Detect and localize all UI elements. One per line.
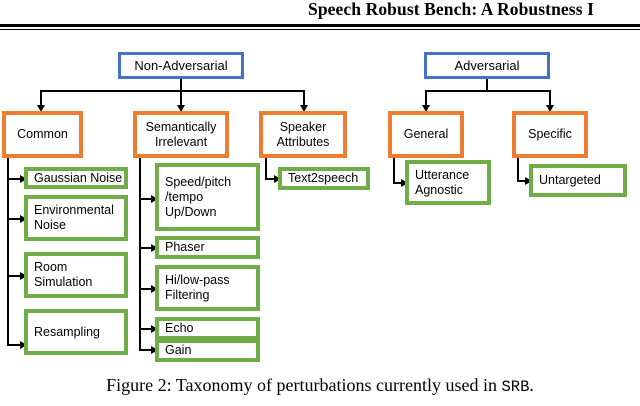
connector-common-to-environmental <box>7 218 21 220</box>
connector-general-trunk <box>393 158 395 184</box>
connector-speaker-trunk <box>265 158 267 180</box>
leaf-hi-low-pass-filtering: Hi/low-pass Filtering <box>155 265 260 311</box>
leaf-speed-pitch-tempo-line1: Speed/pitch <box>165 174 232 189</box>
connector-general-to-utterance <box>393 182 402 184</box>
node-common: Common <box>2 111 83 158</box>
leaf-room-simulation: Room Simulation <box>24 252 128 298</box>
connector-nonadv-bar <box>40 90 304 92</box>
leaf-untargeted: Untargeted <box>529 164 627 197</box>
arrow-to-untargeted <box>525 176 532 185</box>
arrow-to-speed-pitch-tempo <box>151 194 158 203</box>
arrow-to-general <box>421 105 430 112</box>
connector-nonadv-drop-speaker <box>303 90 305 107</box>
leaf-environmental-noise: Environmental Noise <box>24 195 128 241</box>
connector-semantic-to-gain <box>139 349 152 351</box>
arrow-to-gain <box>151 345 158 354</box>
node-semantically-irrelevant-line2: Irrelevant <box>154 134 208 149</box>
leaf-utterance-agnostic-line1: Utterance <box>415 167 470 182</box>
connector-semantic-to-echo <box>139 328 152 330</box>
arrow-to-specific <box>545 105 554 112</box>
connector-common-to-room <box>7 275 21 277</box>
leaf-echo: Echo <box>155 317 260 340</box>
leaf-text2speech: Text2speech <box>278 167 370 190</box>
connector-semantic-to-phaser <box>139 247 152 249</box>
connector-adv-stem <box>486 79 488 90</box>
node-speaker-attributes-line1: Speaker <box>279 119 327 134</box>
node-specific: Specific <box>512 111 588 158</box>
arrow-to-common <box>36 105 45 112</box>
connector-specific-to-untargeted <box>517 180 526 182</box>
leaf-environmental-noise-line2: Noise <box>34 218 66 232</box>
connector-semantic-to-filtering <box>139 288 152 290</box>
connector-specific-trunk <box>517 158 519 182</box>
arrow-to-phaser <box>151 243 158 252</box>
leaf-speed-pitch-tempo-line2: /tempo <box>165 189 204 204</box>
arrow-to-environmental-noise <box>20 214 27 223</box>
arrow-to-room-simulation <box>20 271 27 280</box>
leaf-utterance-agnostic: Utterance Agnostic <box>405 160 491 205</box>
node-adversarial: Adversarial <box>424 52 550 79</box>
leaf-room-simulation-line1: Room <box>34 260 68 274</box>
connector-semantic-trunk <box>139 158 141 349</box>
node-semantically-irrelevant-line1: Semantically <box>145 119 217 134</box>
caption-suffix: . <box>529 375 534 395</box>
leaf-gaussian-noise: Gaussian Noise <box>24 167 128 189</box>
connector-nonadv-drop-semantic <box>180 90 182 107</box>
figure-caption: Figure 2: Taxonomy of perturbations curr… <box>0 375 640 396</box>
leaf-speed-pitch-tempo: Speed/pitch /tempo Up/Down <box>155 163 260 231</box>
node-speaker-attributes: Speaker Attributes <box>259 111 347 158</box>
connector-semantic-to-speed <box>139 198 152 200</box>
connector-adv-drop-general <box>425 90 427 107</box>
leaf-resampling: Resampling <box>24 309 128 355</box>
leaf-environmental-noise-line1: Environmental <box>34 203 114 217</box>
leaf-room-simulation-line2: Simulation <box>34 275 93 289</box>
arrow-to-hi-low-pass-filtering <box>151 284 158 293</box>
caption-prefix: Figure 2: Taxonomy of perturbations curr… <box>106 375 502 395</box>
header-rule-thin <box>0 29 640 30</box>
connector-nonadv-drop-common <box>40 90 42 107</box>
leaf-speed-pitch-tempo-line3: Up/Down <box>165 204 217 219</box>
connector-adv-drop-specific <box>549 90 551 107</box>
arrow-to-gaussian-noise <box>20 174 27 183</box>
connector-common-trunk <box>7 158 9 344</box>
header-rule-thick <box>0 24 640 27</box>
leaf-phaser: Phaser <box>155 236 260 259</box>
leaf-hi-low-pass-filtering-line2: Filtering <box>165 288 210 302</box>
connector-nonadv-stem <box>180 79 182 90</box>
arrow-to-echo <box>151 324 158 333</box>
connector-speaker-to-text2speech <box>265 178 275 180</box>
arrow-to-utterance-agnostic <box>401 178 408 187</box>
node-general: General <box>388 111 464 158</box>
node-speaker-attributes-line2: Attributes <box>276 134 330 149</box>
leaf-utterance-agnostic-line2: Agnostic <box>415 182 463 197</box>
arrow-to-semantically-irrelevant <box>176 105 185 112</box>
arrow-to-speaker-attributes <box>299 105 308 112</box>
caption-mono-srb: SRB <box>501 378 530 396</box>
connector-common-to-gaussian <box>7 178 21 180</box>
running-header-title: Speech Robust Bench: A Robustness I <box>308 0 594 19</box>
node-non-adversarial: Non-Adversarial <box>118 52 244 79</box>
node-semantically-irrelevant: Semantically Irrelevant <box>133 111 229 158</box>
arrow-to-resampling <box>20 340 27 349</box>
connector-adv-bar <box>425 90 551 92</box>
leaf-hi-low-pass-filtering-line1: Hi/low-pass <box>165 273 230 287</box>
connector-common-to-resampling <box>7 344 21 346</box>
arrow-to-text2speech <box>274 174 281 183</box>
leaf-gain: Gain <box>155 339 260 362</box>
